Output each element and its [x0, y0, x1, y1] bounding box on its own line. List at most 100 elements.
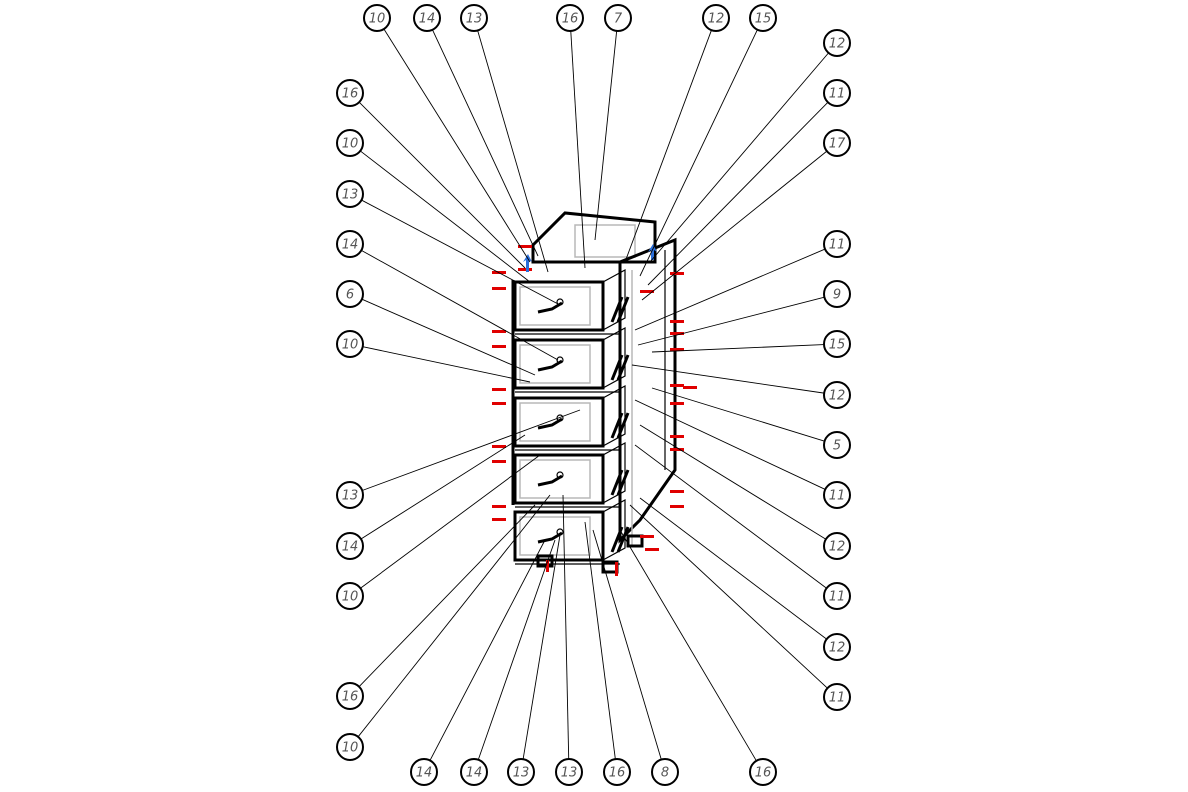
leader-line	[651, 387, 825, 442]
balloon-circle	[604, 4, 632, 32]
balloon-circle	[823, 633, 851, 661]
item-balloon: 14	[336, 230, 364, 258]
cabinet-assembly	[492, 211, 697, 576]
balloon-label: 12	[829, 389, 846, 404]
balloon-label: 10	[342, 338, 359, 353]
leader-line	[631, 364, 825, 394]
item-balloon: 14	[336, 532, 364, 560]
red-marker	[492, 505, 506, 508]
side-panel	[618, 237, 677, 544]
red-marker	[640, 535, 654, 538]
leader-line	[360, 150, 531, 283]
leader-line	[358, 101, 526, 269]
leader-line	[639, 497, 827, 640]
drawer	[513, 384, 630, 451]
balloon-label: 14	[419, 12, 436, 27]
leader-line	[477, 539, 556, 760]
leader-line	[562, 494, 570, 760]
item-balloon: 16	[556, 4, 584, 32]
item-balloon: 10	[336, 129, 364, 157]
red-marker	[670, 490, 684, 493]
balloon-circle	[336, 129, 364, 157]
item-balloon: 14	[410, 758, 438, 786]
item-balloon: 17	[823, 129, 851, 157]
drawer-slide	[610, 296, 630, 323]
balloon-circle	[555, 758, 583, 786]
item-balloon: 16	[336, 682, 364, 710]
balloon-circle	[336, 532, 364, 560]
balloon-label: 16	[755, 766, 772, 781]
up-arrow-icon	[523, 254, 532, 272]
drawer	[513, 326, 630, 393]
balloon-label: 16	[342, 87, 359, 102]
leader-line	[639, 424, 827, 540]
red-marker	[670, 272, 684, 275]
item-balloon: 13	[336, 481, 364, 509]
drawer-hole	[556, 414, 564, 422]
leader-line	[360, 434, 526, 540]
drawer-slide	[610, 412, 630, 439]
balloon-circle	[823, 230, 851, 258]
balloon-circle	[823, 129, 851, 157]
leader-line	[639, 29, 758, 277]
balloon-label: 11	[829, 87, 846, 102]
red-marker	[670, 505, 684, 508]
balloon-circle	[460, 4, 488, 32]
item-balloon: 16	[749, 758, 777, 786]
leader-line	[624, 30, 712, 263]
leader-line	[629, 504, 828, 689]
balloon-label: 14	[342, 540, 359, 555]
red-marker	[492, 388, 506, 391]
drawer-hole	[556, 356, 564, 364]
leader-lines	[357, 28, 829, 762]
balloon-label: 14	[416, 766, 433, 781]
red-marker	[670, 384, 684, 387]
item-balloon: 12	[823, 532, 851, 560]
balloon-circle	[336, 582, 364, 610]
balloon-circle	[410, 758, 438, 786]
red-marker	[670, 402, 684, 405]
item-balloon: 13	[460, 4, 488, 32]
balloon-label: 10	[342, 741, 359, 756]
item-balloon: 12	[702, 4, 730, 32]
balloon-label: 11	[829, 489, 846, 504]
leader-line	[383, 28, 531, 263]
balloon-label: 16	[562, 12, 579, 27]
red-marker	[670, 348, 684, 351]
balloon-circle	[749, 758, 777, 786]
leader-line	[362, 409, 581, 491]
balloon-circle	[507, 758, 535, 786]
balloon-label: 12	[829, 641, 846, 656]
item-balloon: 16	[603, 758, 631, 786]
leader-line	[619, 529, 757, 762]
red-marker	[640, 290, 654, 293]
leader-line	[522, 534, 561, 760]
balloon-label: 14	[342, 238, 359, 253]
leader-line	[361, 298, 536, 376]
item-balloon: 5	[823, 431, 851, 459]
balloon-label: 13	[561, 766, 578, 781]
item-balloon: 11	[823, 683, 851, 711]
balloon-label: 12	[829, 37, 846, 52]
balloon-label: 11	[829, 691, 846, 706]
drawer-hidden-outline	[519, 402, 591, 442]
red-marker	[670, 332, 684, 335]
balloon-label: 10	[342, 137, 359, 152]
red-marker	[518, 268, 532, 271]
balloon-circle	[702, 4, 730, 32]
balloon-circle	[363, 4, 391, 32]
leader-line	[477, 30, 549, 273]
item-balloon: 13	[336, 180, 364, 208]
red-marker	[670, 448, 684, 451]
balloon-circle	[556, 4, 584, 32]
balloon-circle	[336, 330, 364, 358]
item-balloon: 10	[363, 4, 391, 32]
drawer-hidden-outline	[519, 459, 591, 499]
item-balloon: 6	[336, 280, 364, 308]
red-marker	[615, 562, 618, 576]
balloon-circle	[823, 481, 851, 509]
item-balloon: 16	[336, 79, 364, 107]
balloon-label: 6	[346, 288, 354, 303]
balloon-label: 16	[609, 766, 626, 781]
drawer-side	[602, 268, 626, 332]
